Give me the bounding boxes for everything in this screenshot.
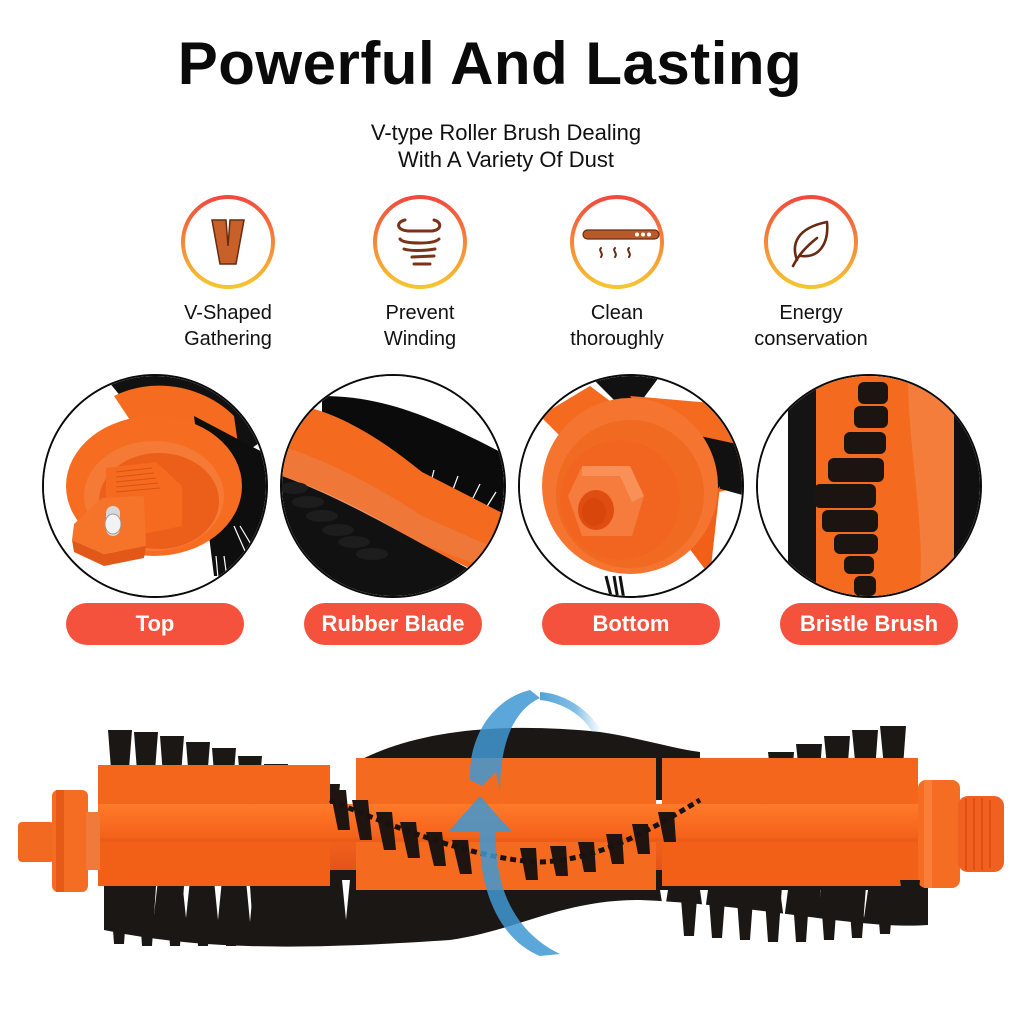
subtitle: V-type Roller Brush Dealing With A Varie… [0,119,1012,173]
detail-bottom-image [518,374,744,598]
heater-bar-icon [569,194,665,290]
label-bottom: Bottom [542,603,720,645]
label-top: Top [66,603,244,645]
detail-bristle-brush-image [756,374,982,598]
feature-v-shaped-gathering: V-Shaped Gathering [128,190,328,352]
subtitle-line-2: With A Variety Of Dust [398,147,614,172]
roller-brush-image [0,680,1024,970]
leaf-icon [763,194,859,290]
feature-energy-conservation: Energy conservation [711,190,911,352]
feature-label: Energy conservation [754,302,868,350]
label-bristle-brush: Bristle Brush [780,603,958,645]
tornado-icon [372,194,468,290]
feature-label: Prevent Winding [383,302,457,350]
v-shape-icon [180,194,276,290]
detail-top-image [42,374,268,598]
rotation-arrow-icon [448,690,600,956]
feature-label: Clean thoroughly [570,302,664,350]
feature-label: V-Shaped Gathering [184,302,272,350]
detail-rubber-blade-image [280,374,506,598]
label-rubber-blade: Rubber Blade [304,603,482,645]
subtitle-line-1: V-type Roller Brush Dealing [370,120,642,145]
feature-clean-thoroughly: Clean thoroughly [517,190,717,352]
feature-prevent-winding: Prevent Winding [320,190,520,352]
page-title: Powerful And Lasting [177,30,803,97]
